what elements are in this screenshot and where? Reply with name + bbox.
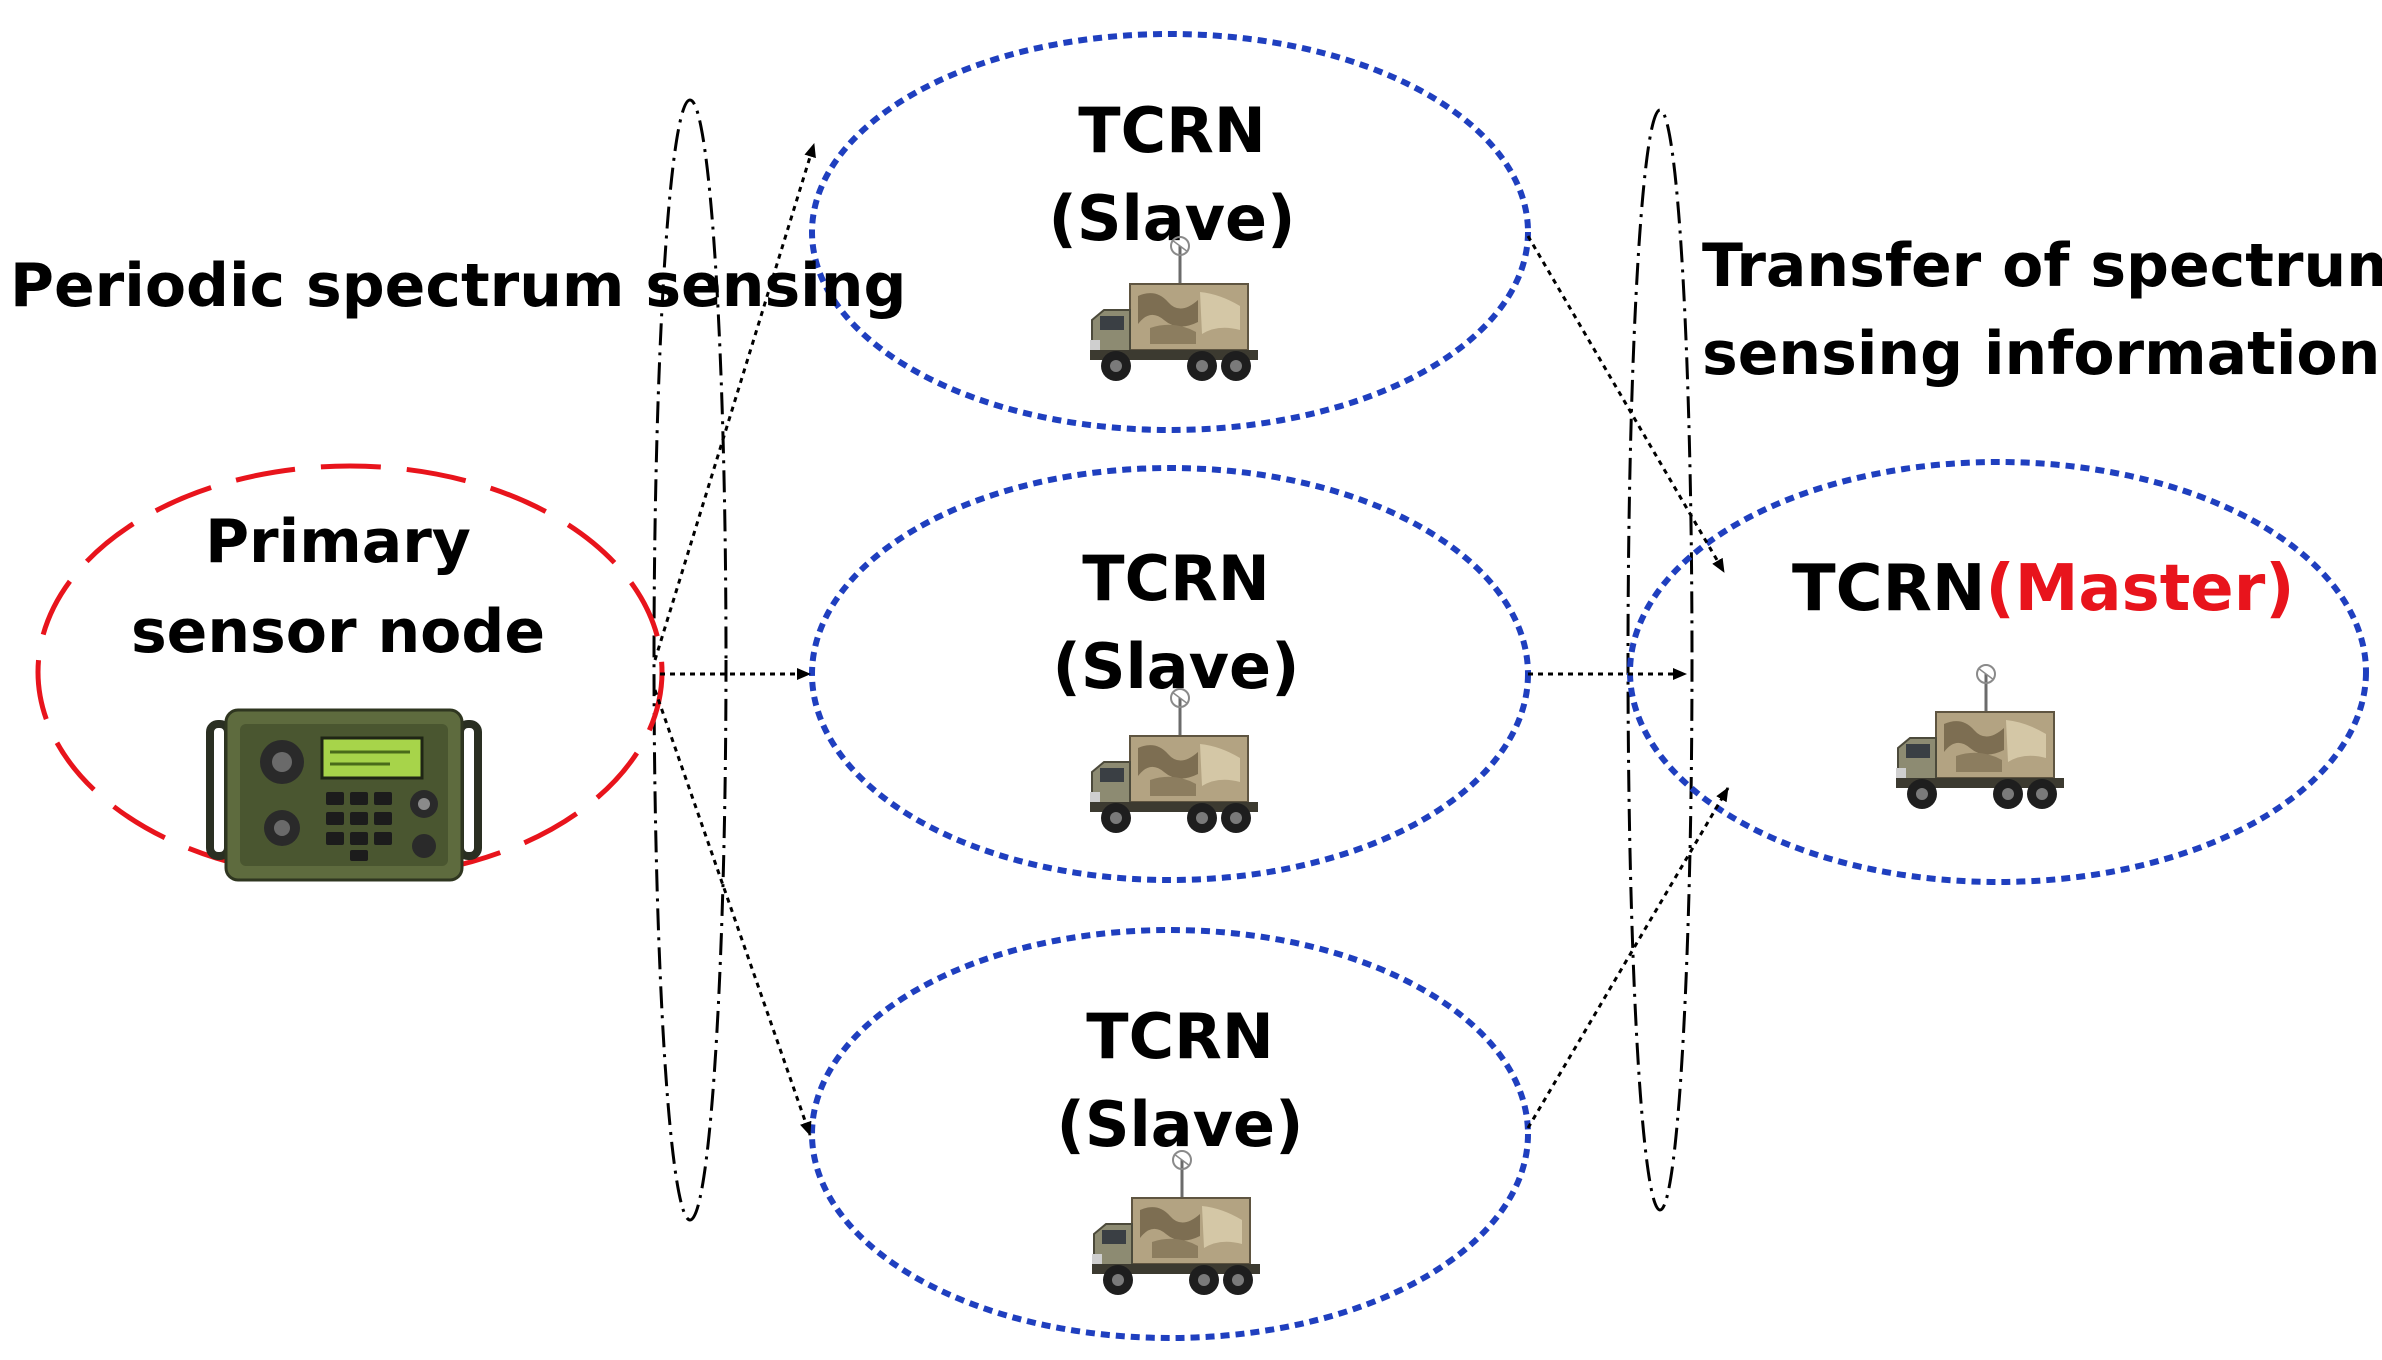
- tcrn-slave-middle-role: (Slave): [1053, 630, 1300, 703]
- tcrn-slave-bottom-name: TCRN: [1086, 1000, 1273, 1073]
- transfer-label-line1: Transfer of spectrum: [1702, 231, 2382, 301]
- military-truck-icon: [1088, 687, 1260, 835]
- periodic-sensing-label: Periodic spectrum sensing: [10, 251, 906, 321]
- transfer-label-line2: sensing information: [1702, 319, 2380, 389]
- tcrn-master-label: TCRN(Master): [1792, 552, 2295, 626]
- tcrn-master-name: TCRN: [1792, 552, 1985, 626]
- tcrn-master-role: (Master): [1985, 552, 2294, 626]
- primary-node-label-line2: sensor node: [131, 597, 545, 667]
- military-radio-icon: [210, 710, 478, 880]
- transfer-group-ellipse: [1626, 108, 1694, 1212]
- arrow-slave-bottom-to-master: [1526, 787, 1730, 1129]
- sensing-group-ellipse: [652, 98, 728, 1222]
- primary-sensor-node-ellipse: [35, 463, 665, 881]
- military-truck-icon: [1088, 235, 1260, 383]
- arrow-slave-top-to-master: [1526, 235, 1726, 573]
- tcrn-master-ellipse: [1627, 459, 2369, 885]
- military-truck-icon: [1894, 663, 2066, 811]
- tcrn-slave-top-ellipse: [809, 31, 1531, 433]
- tcrn-slave-top-name: TCRN: [1078, 94, 1265, 167]
- arrow-primary-to-slave-bottom: [653, 689, 812, 1136]
- tcrn-slave-middle-name: TCRN: [1082, 542, 1269, 615]
- primary-node-label-line1: Primary: [205, 507, 471, 577]
- tcrn-slave-bottom-ellipse: [809, 927, 1531, 1341]
- military-truck-icon: [1090, 1149, 1262, 1297]
- tcrn-slave-bottom-role: (Slave): [1057, 1088, 1304, 1161]
- arrow-primary-to-slave-top: [653, 143, 816, 661]
